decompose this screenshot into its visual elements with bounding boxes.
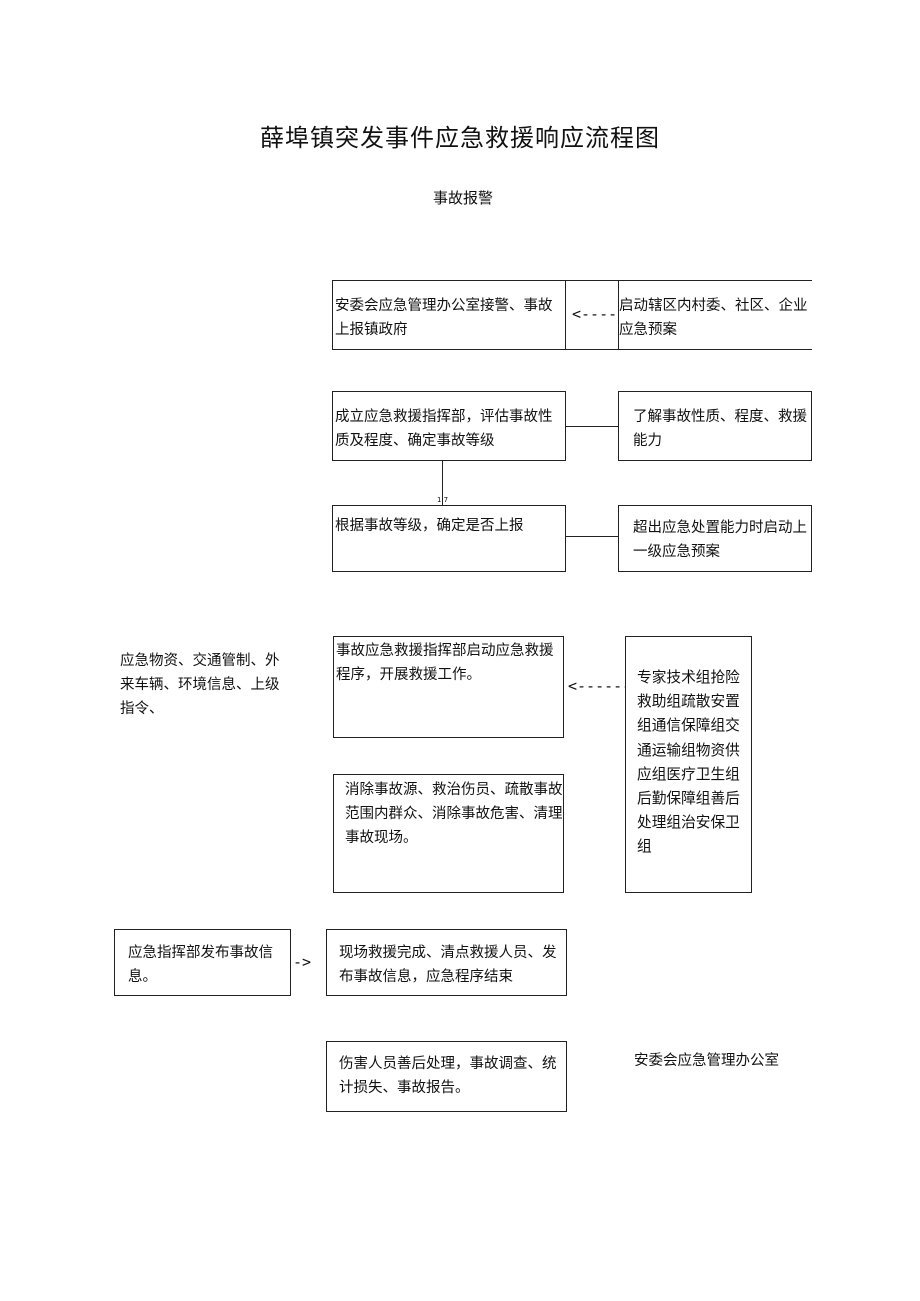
eliminate-source-box: 消除事故源、救治伤员、疏散事故范围内群众、消除事故危害、清理事故现场。 — [333, 774, 564, 893]
dashed-arrow-left-2: <------- — [568, 677, 641, 695]
arrow-cell — [565, 280, 619, 350]
office-sign: 安委会应急管理办公室 — [634, 1053, 779, 1069]
assess-nature-text: 了解事故性质、程度、救援能力 — [633, 409, 807, 449]
teams-text: 专家技术组抢险救助组疏散安置组通信保障组交通运输组物资供应组医疗卫生组后勤保障组… — [637, 669, 740, 856]
decide-report-box: 根据事故等级，确定是否上报 — [332, 505, 566, 572]
connector-line-2 — [566, 426, 618, 427]
decide-report-text: 根据事故等级，确定是否上报 — [335, 518, 524, 534]
teams-box: 专家技术组抢险救助组疏散安置组通信保障组交通运输组物资供应组医疗卫生组后勤保障组… — [625, 636, 752, 893]
small-mark: 1 7 — [437, 496, 449, 504]
launch-local-plans-box: 启动辖区内村委、社区、企业应急预案 — [618, 280, 812, 350]
dashed-arrow-left-1: <----- — [572, 305, 627, 323]
set-up-command-text: 成立应急救援指挥部，评估事故性质及程度、确定事故等级 — [335, 409, 553, 449]
eliminate-source-text: 消除事故源、救治伤员、疏散事故范围内群众、消除事故危害、清理事故现场。 — [345, 782, 563, 846]
page-title: 薛埠镇突发事件应急救援响应流程图 — [260, 124, 660, 152]
publish-info-text: 应急指挥部发布事故信息。 — [128, 945, 273, 985]
connector-line-3 — [566, 536, 618, 537]
escalate-plan-text: 超出应急处置能力时启动上一级应急预案 — [633, 520, 807, 560]
receive-alarm-box: 安委会应急管理办公室接警、事故上报镇政府 — [332, 280, 566, 350]
resources-text: 应急物资、交通管制、外来车辆、环境信息、上级指令、 — [120, 653, 280, 717]
rescue-complete-text: 现场救援完成、清点救援人员、发布事故信息，应急程序结束 — [339, 945, 557, 985]
aftermath-text: 伤害人员善后处理，事故调查、统计损失、事故报告。 — [339, 1056, 557, 1096]
assess-nature-box: 了解事故性质、程度、救援能力 — [618, 391, 812, 461]
solid-arrow-right: -> — [293, 953, 312, 971]
aftermath-box: 伤害人员善后处理，事故调查、统计损失、事故报告。 — [326, 1041, 567, 1112]
launch-local-plans-text: 启动辖区内村委、社区、企业应急预案 — [619, 298, 808, 338]
vertical-connector — [442, 461, 443, 505]
start-rescue-text: 事故应急救援指挥部启动应急救援程序，开展救援工作。 — [336, 643, 554, 683]
escalate-plan-box: 超出应急处置能力时启动上一级应急预案 — [618, 505, 812, 572]
rescue-complete-box: 现场救援完成、清点救援人员、发布事故信息，应急程序结束 — [326, 929, 567, 996]
receive-alarm-text: 安委会应急管理办公室接警、事故上报镇政府 — [335, 298, 553, 338]
set-up-command-box: 成立应急救援指挥部，评估事故性质及程度、确定事故等级 — [332, 391, 566, 461]
start-label: 事故报警 — [432, 189, 493, 207]
start-rescue-box: 事故应急救援指挥部启动应急救援程序，开展救援工作。 — [333, 636, 564, 738]
publish-info-box: 应急指挥部发布事故信息。 — [114, 929, 291, 996]
